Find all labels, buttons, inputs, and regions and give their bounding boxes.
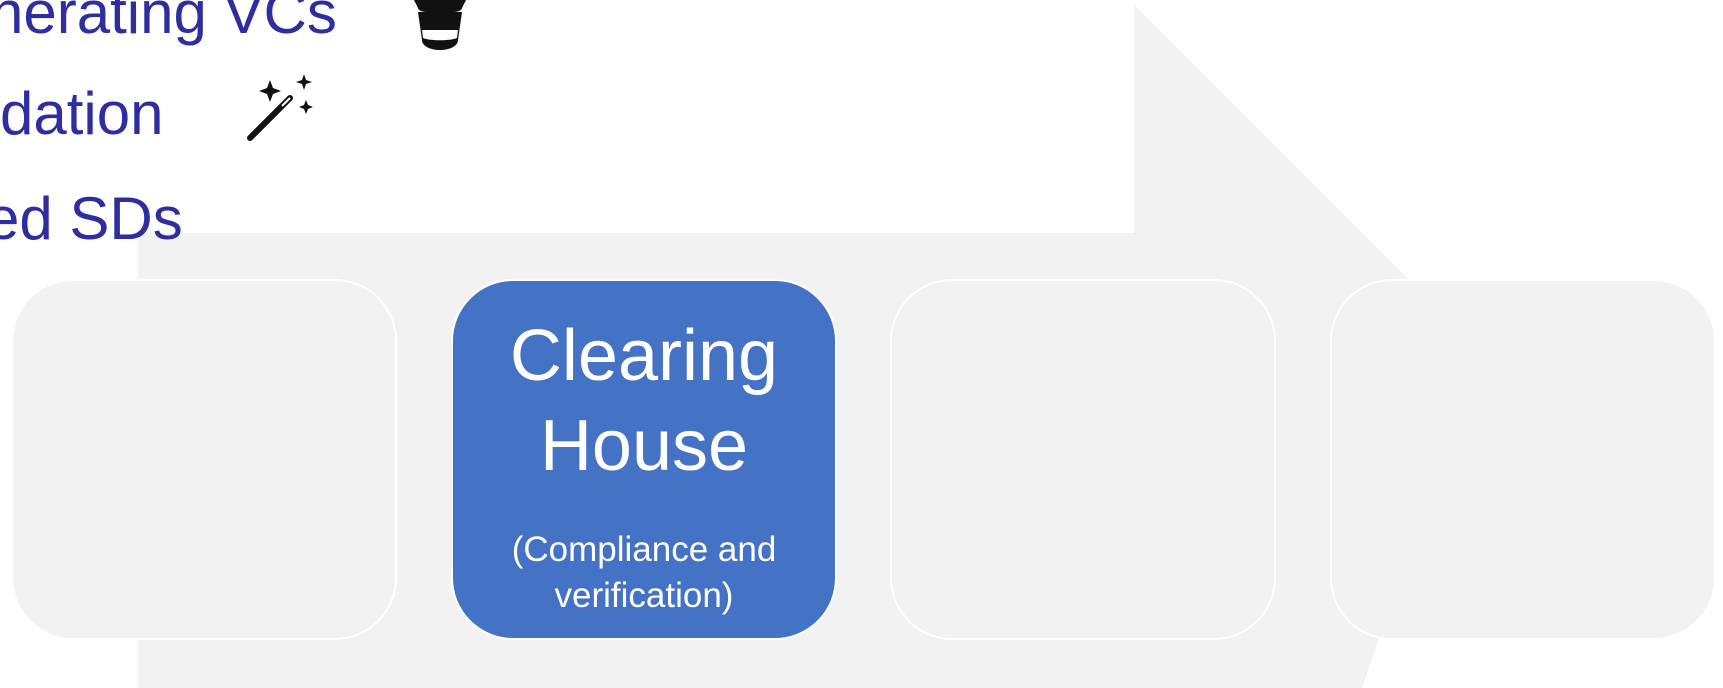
magic-wand-icon	[247, 74, 313, 141]
bullet-text-3: ed SDs	[0, 185, 183, 252]
process-step-clearing-house: Clearing House (Compliance and verificat…	[451, 279, 837, 640]
step-subtitle: (Compliance and verification)	[511, 530, 777, 615]
bullet-text-1: nerating VCs	[0, 0, 337, 46]
step-title: Clearing House	[509, 316, 779, 486]
magic-hat-icon	[414, 0, 466, 50]
process-step-3	[890, 279, 1276, 640]
process-step-4	[1330, 279, 1716, 640]
bullet-text-2: dation	[0, 80, 164, 147]
process-step-1	[11, 279, 397, 640]
